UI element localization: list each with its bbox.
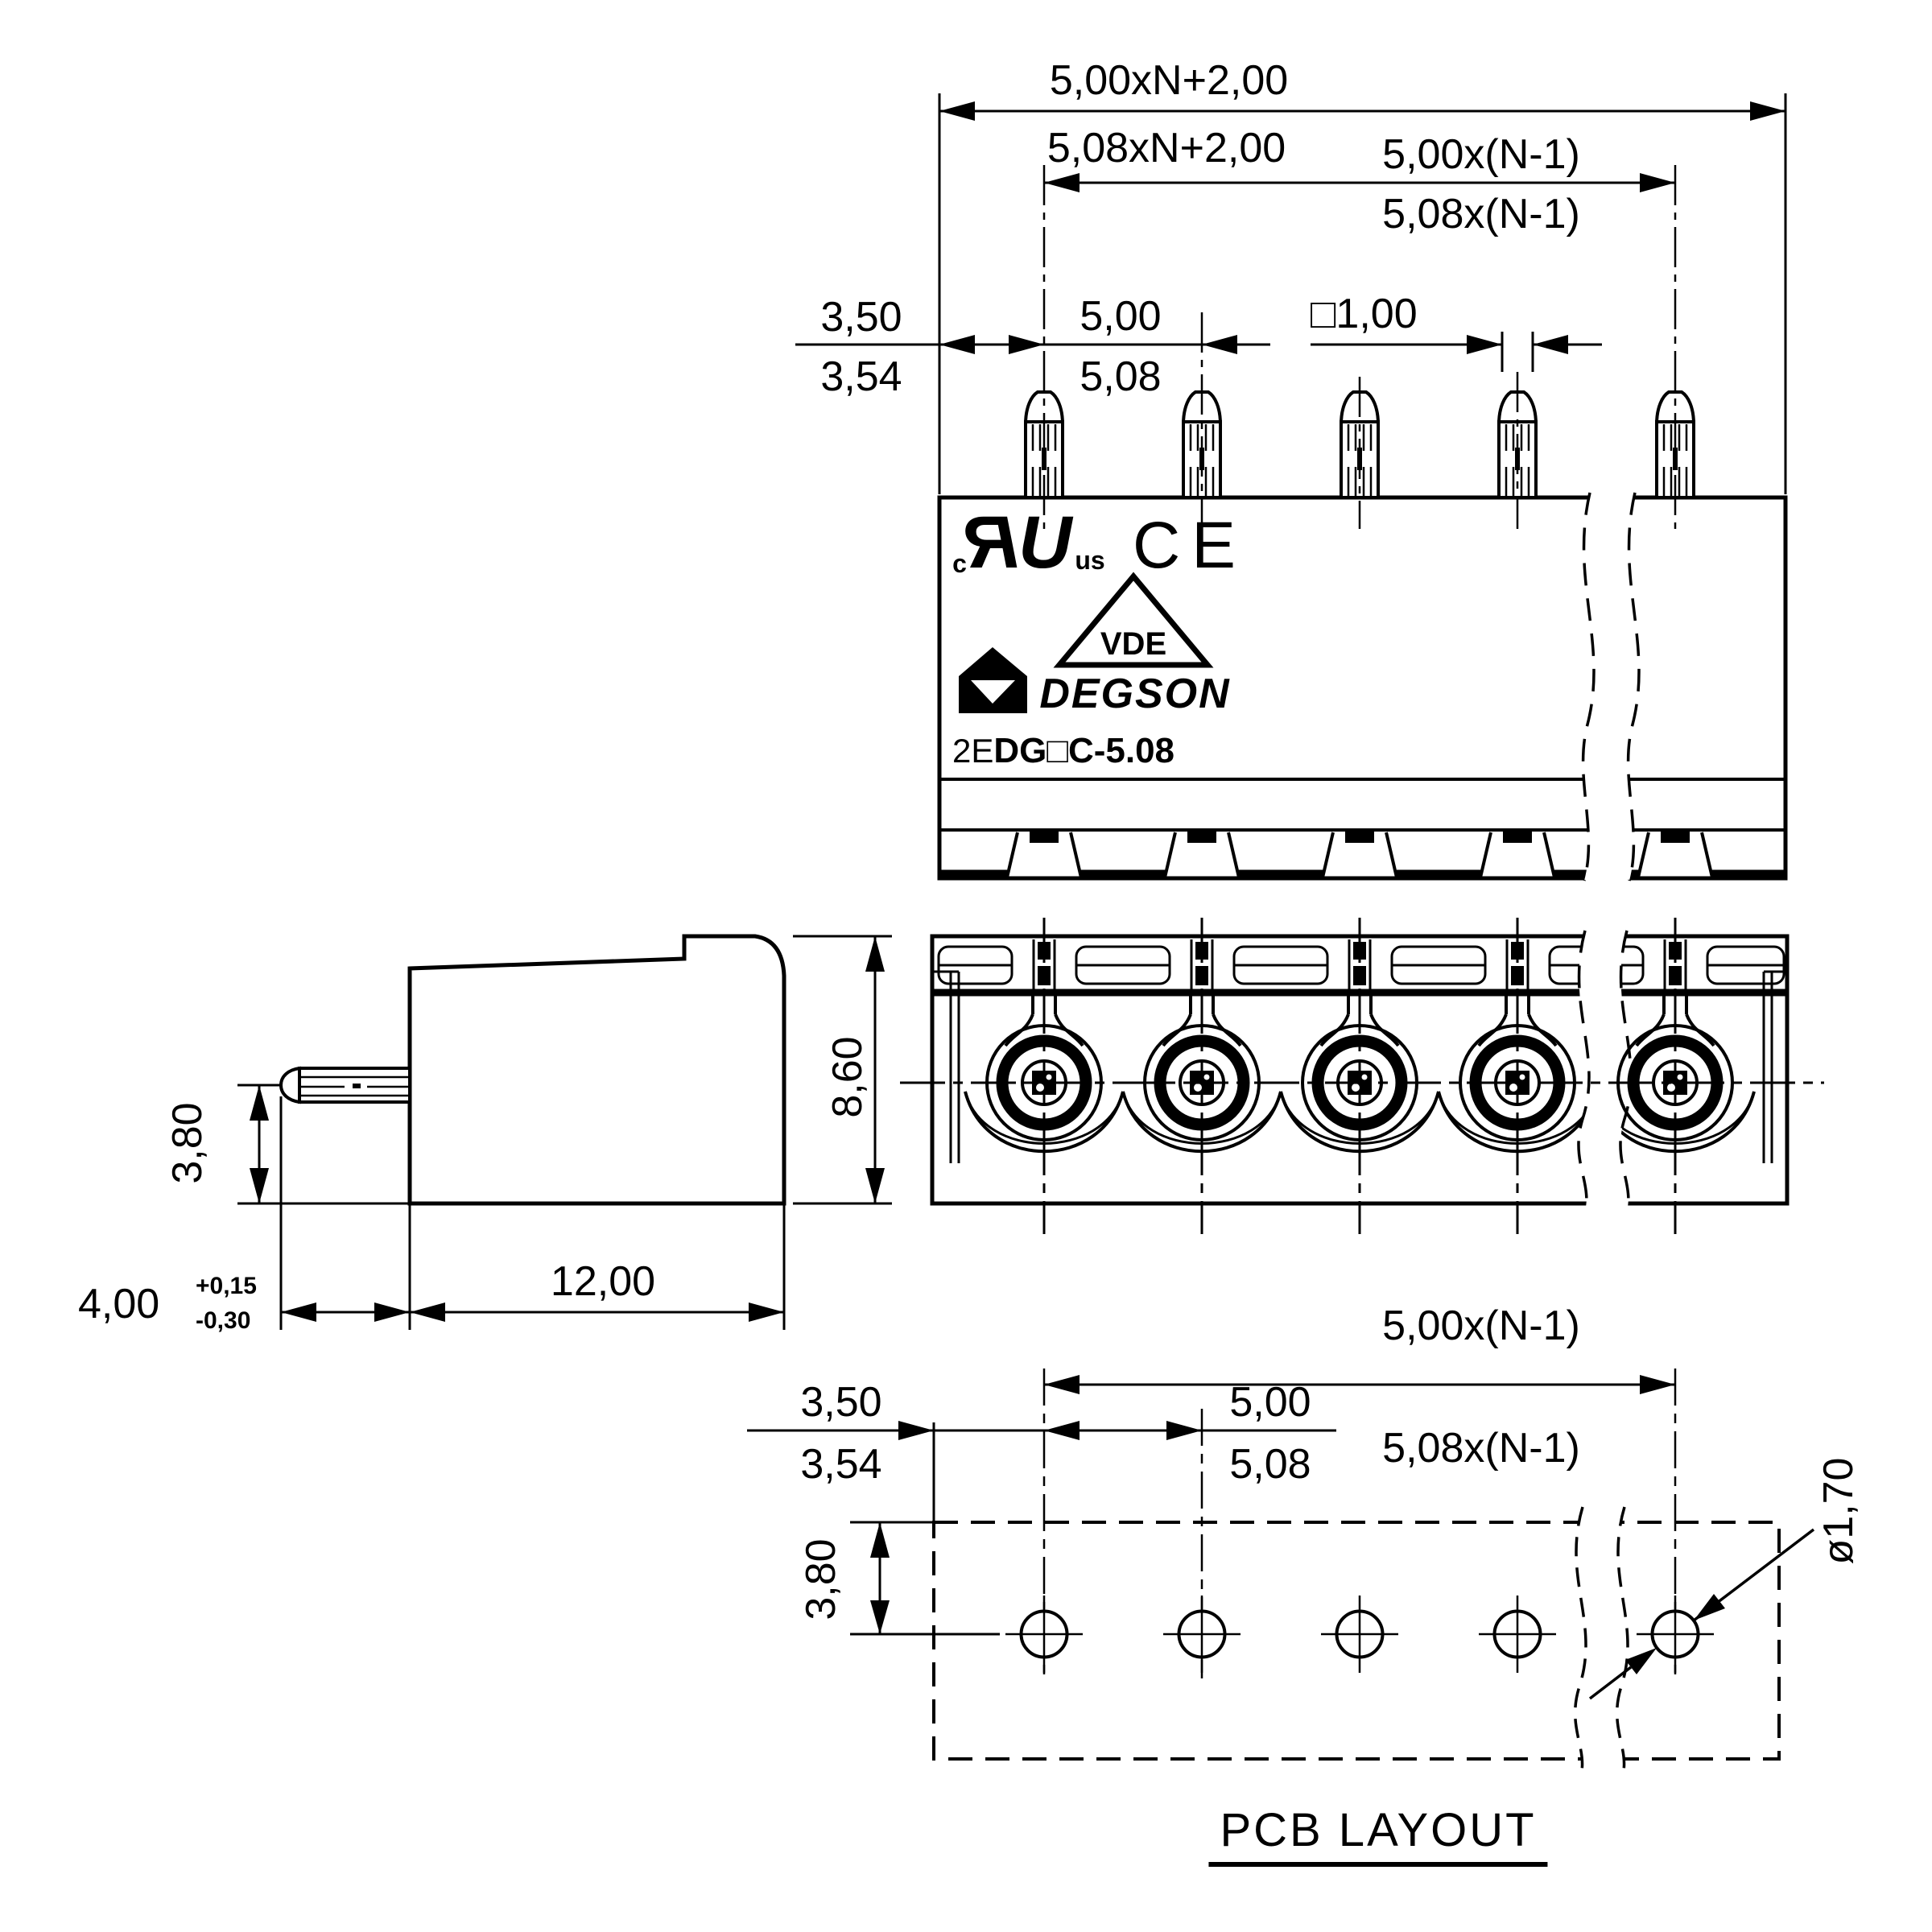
dim-body-height: 8,60 [824,1036,871,1118]
dim-edge-metric: 3,50 [820,294,902,341]
dim-pin-length: 4,00 [78,1281,160,1327]
dim-span-metric: 5,00x(N-1) [1382,131,1580,178]
part-number-main: DG□C-5.08 [993,731,1175,770]
dim-pin-offset: 3,80 [164,1102,211,1184]
dim-pitch-inch: 5,08 [1080,353,1162,400]
ce-mark-icon: CE [1133,509,1247,582]
pcb-layout [932,1368,1781,1775]
pcb-break-lines [1573,1506,1629,1775]
pcb-layout-caption: PCB LAYOUT [1208,1807,1548,1867]
dim-overall-inch: 5,08xN+2,00 [1046,125,1286,171]
mating-break-lines [1577,930,1633,1212]
side-view-dimensions [237,935,892,1330]
dim-pin-square: □1,00 [1311,291,1418,337]
dim-pin-length-tol-minus: -0,30 [196,1307,251,1334]
front-break-lines [1581,492,1641,881]
ul-us-mark: us [1075,546,1105,575]
vde-triangle-icon [1053,572,1214,668]
dim-overall-metric: 5,00xN+2,00 [1049,57,1289,104]
pcb-dim-span-inch: 5,08x(N-1) [1382,1425,1580,1472]
pcb-dimensions [747,1375,1815,1700]
pcb-dim-span-metric: 5,00x(N-1) [1382,1302,1580,1349]
pcb-dim-pitch-inch: 5,08 [1229,1441,1311,1488]
ul-c-mark: c [952,549,967,578]
dim-span-inch: 5,08x(N-1) [1382,191,1580,237]
dim-edge-inch: 3,54 [820,353,902,400]
front-break-mask [1583,493,1639,881]
ul-r: R [964,502,1018,584]
front-view-body [937,165,1788,881]
pcb-dim-edge-inch: 3,54 [800,1441,882,1488]
brand-name: DEGSON [1039,671,1231,717]
side-view [279,934,786,1206]
dim-body-length: 12,00 [550,1258,656,1305]
mating-view [900,916,1824,1236]
pcb-dim-pitch-metric: 5,00 [1229,1379,1311,1426]
pcb-dim-hole-diameter: ø1,70 [1815,1457,1862,1565]
ul-u: U [1018,502,1072,584]
vde-mark-label: VDE [1100,626,1167,662]
part-number-prefix: 2E [952,732,994,770]
front-view-dimensions [795,93,1787,494]
dim-pitch-metric: 5,00 [1080,293,1162,340]
pcb-dim-edge-metric: 3,50 [800,1379,882,1426]
dim-pin-length-tol-plus: +0,15 [196,1273,257,1299]
pcb-dim-row-offset: 3,80 [798,1538,844,1620]
degson-logo-icon [959,647,1027,713]
